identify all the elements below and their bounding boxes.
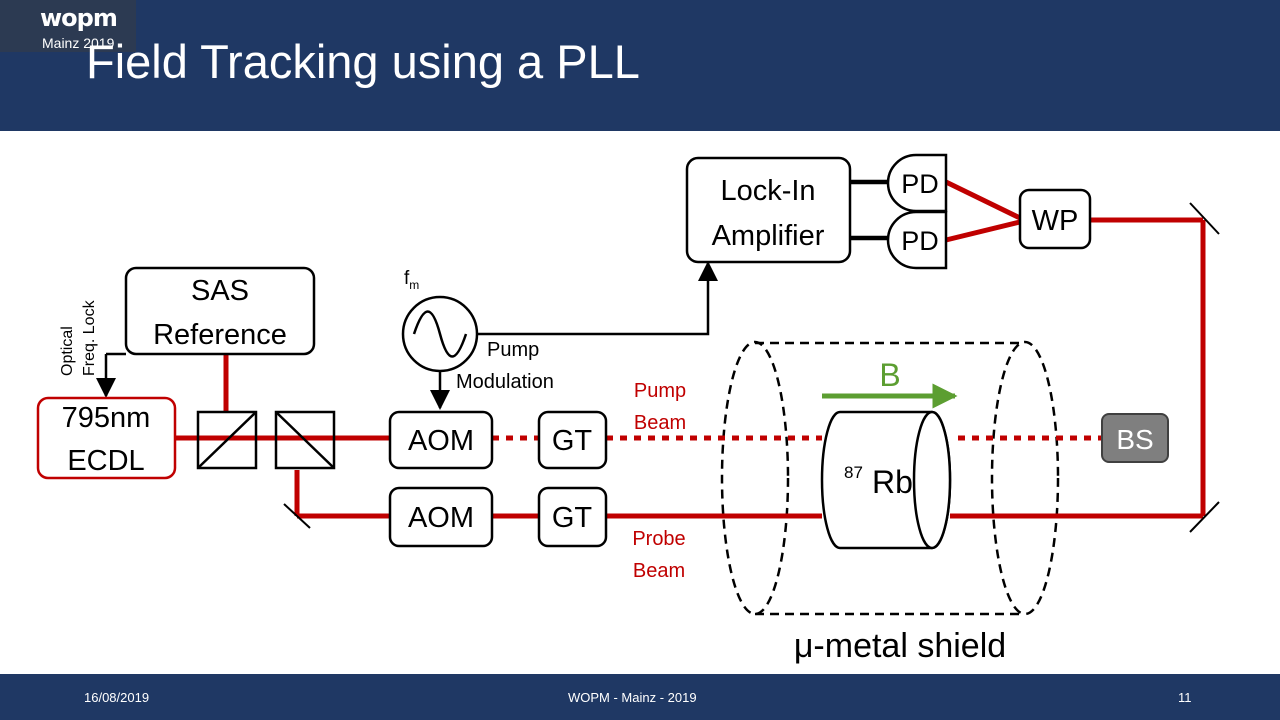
probe-beam-label-1: Probe <box>632 528 685 550</box>
beam-stop-box <box>1101 413 1169 463</box>
slide-header: wopm Mainz 2019 Field Tracking using a P… <box>0 0 1280 131</box>
signal-lines <box>96 261 718 410</box>
aom-pump-box <box>388 410 494 470</box>
footer-page-number: 11 <box>1178 690 1192 705</box>
gt-probe-label: GT <box>552 502 593 534</box>
lockin-label-1: Lock-In <box>720 175 815 207</box>
sas-reference-box <box>124 266 316 356</box>
aom-probe-label: AOM <box>408 502 474 534</box>
fm-label: fm <box>404 268 419 292</box>
mu-metal-shield <box>720 340 1060 616</box>
mirrors <box>283 202 1220 533</box>
slide-footer: 16/08/2019 WOPM - Mainz - 2019 11 <box>0 674 1280 720</box>
laser-label-2: ECDL <box>67 445 144 477</box>
gt-pump-label: GT <box>552 425 593 457</box>
aom-probe-box <box>388 486 494 548</box>
wp-label: WP <box>1032 205 1079 237</box>
bs-label: BS <box>1116 424 1153 455</box>
optical-lock-label-1: Optical <box>59 326 76 376</box>
laser-label-1: 795nm <box>62 402 151 434</box>
logo-word: wopm <box>40 4 118 32</box>
pump-modulation-label-1: Pump <box>487 339 539 361</box>
optical-lock-label-2: Freq. Lock <box>81 299 98 376</box>
rb-vapor-cell: 87 Rb <box>820 410 952 550</box>
photodiode-top <box>886 153 948 213</box>
photodiode-bottom <box>886 210 948 270</box>
gt-pump-box <box>537 410 608 470</box>
footer-date: 16/08/2019 <box>84 690 150 705</box>
rb-isotope-label: 87 <box>844 463 863 482</box>
wopm-logo: wopm Mainz 2019 <box>0 0 136 52</box>
lockin-label-2: Amplifier <box>712 220 825 252</box>
aom-pump-label: AOM <box>408 425 474 457</box>
laser-box <box>36 396 177 480</box>
pump-modulation-label-2: Modulation <box>456 371 554 393</box>
pd-bottom-label: PD <box>901 226 939 256</box>
slide-title: Field Tracking using a PLL <box>86 35 640 88</box>
pd-top-label: PD <box>901 169 939 199</box>
beam-paths <box>176 179 1206 519</box>
sas-label-1: SAS <box>191 275 249 307</box>
wollaston-prism-box <box>1018 188 1092 250</box>
pump-beam-label-2: Beam <box>634 412 686 434</box>
footer-center: WOPM - Mainz - 2019 <box>568 690 697 705</box>
shield-label: μ-metal shield <box>794 627 1006 665</box>
beam-splitter-cubes <box>196 410 336 470</box>
gt-probe-box <box>537 486 608 548</box>
pump-beam-label-1: Pump <box>634 380 686 402</box>
sas-label-2: Reference <box>153 319 287 351</box>
probe-beam-label-2: Beam <box>633 560 685 582</box>
lockin-amplifier-box <box>685 156 852 264</box>
sine-wave-icon <box>412 310 468 358</box>
logo-subtitle: Mainz 2019 <box>42 35 115 51</box>
pd-connections <box>850 179 888 241</box>
rb-label: Rb <box>872 464 913 500</box>
b-field-label: B <box>879 357 900 393</box>
